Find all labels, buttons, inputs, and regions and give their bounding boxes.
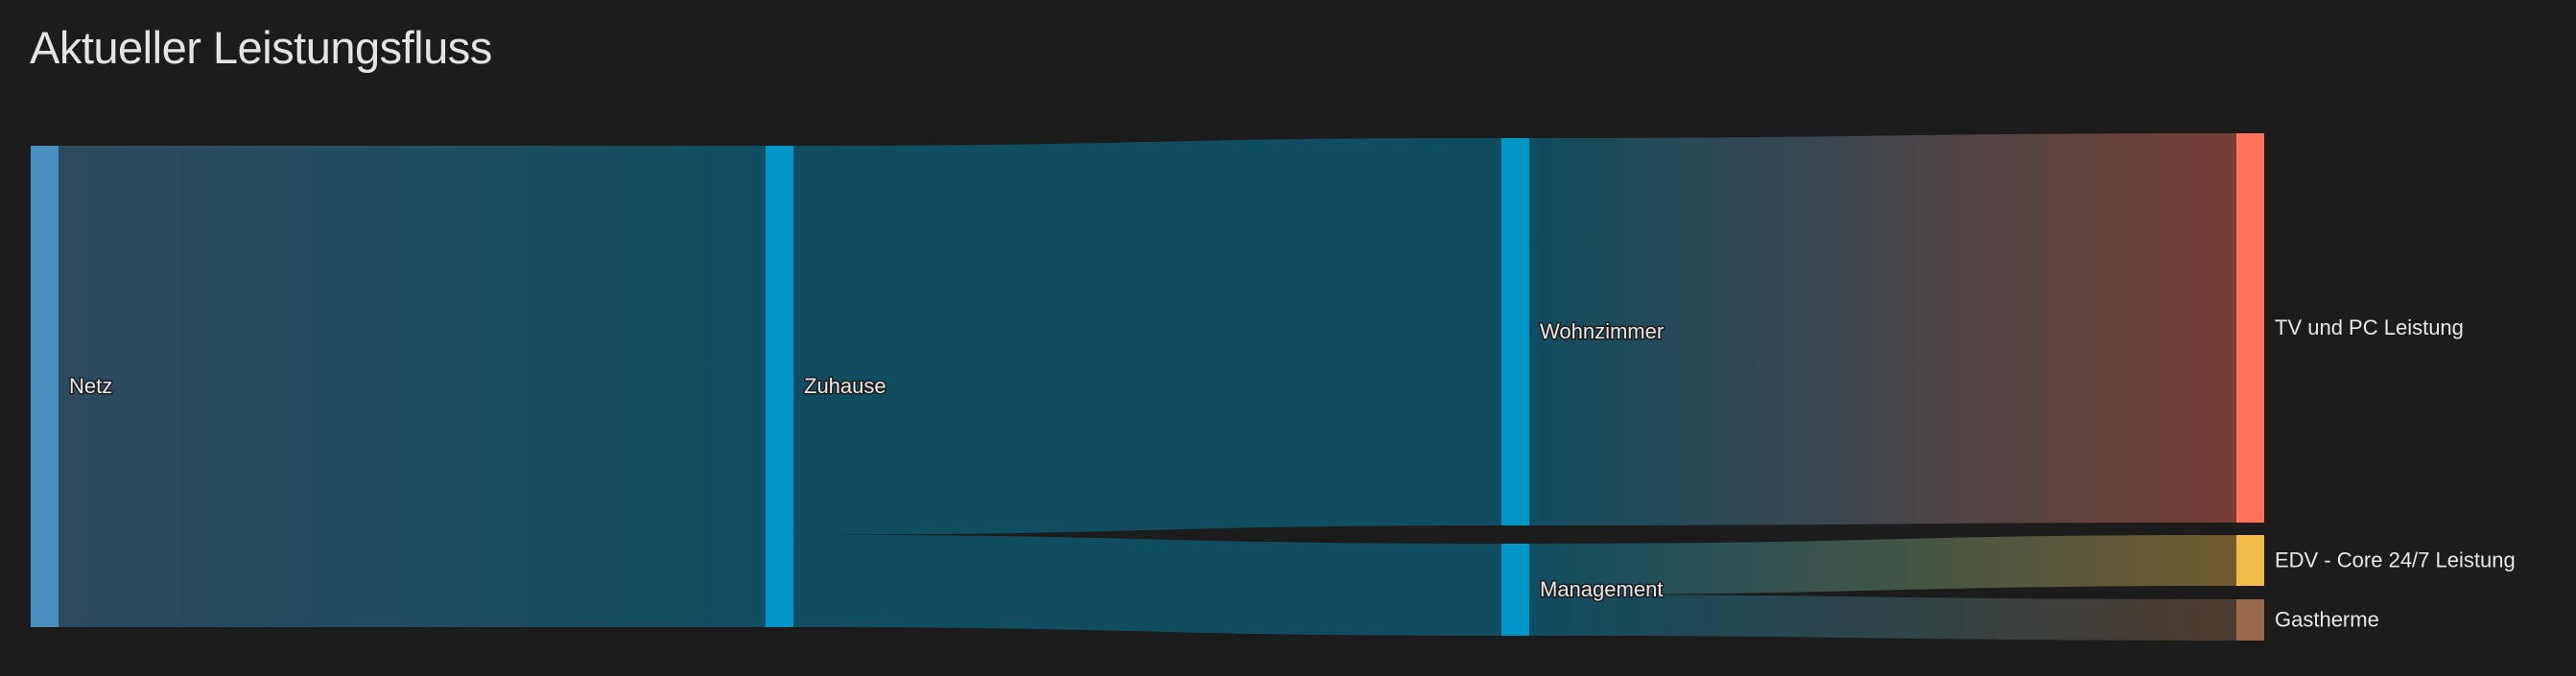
node-label-gas: Gastherme	[2275, 607, 2379, 631]
node-gas[interactable]	[2236, 599, 2264, 641]
node-netz[interactable]	[31, 146, 59, 627]
node-label-management: Management	[1540, 577, 1663, 601]
node-wohnzimmer[interactable]	[1501, 138, 1529, 525]
node-label-wohnzimmer: Wohnzimmer	[1540, 319, 1664, 343]
node-label-tv: TV und PC Leistung	[2275, 315, 2464, 339]
node-edv[interactable]	[2236, 535, 2264, 586]
node-label-edv: EDV - Core 24/7 Leistung	[2275, 548, 2516, 571]
node-zuhause[interactable]	[766, 146, 793, 627]
flow-netz-to-zuhause[interactable]	[59, 146, 766, 627]
flow-wohnzimmer-to-tv[interactable]	[1529, 133, 2236, 525]
node-management[interactable]	[1501, 544, 1529, 636]
flow-management-to-edv[interactable]	[1529, 535, 2236, 595]
card-title: Aktueller Leistungsfluss	[30, 22, 492, 73]
flow-management-to-gas[interactable]	[1529, 594, 2236, 641]
flow-zuhause-to-wohnzimmer[interactable]	[793, 138, 1501, 535]
node-tv[interactable]	[2236, 133, 2264, 523]
node-label-zuhause: Zuhause	[804, 374, 886, 398]
flow-zuhause-to-management[interactable]	[793, 534, 1501, 636]
node-label-netz: Netz	[69, 374, 112, 398]
